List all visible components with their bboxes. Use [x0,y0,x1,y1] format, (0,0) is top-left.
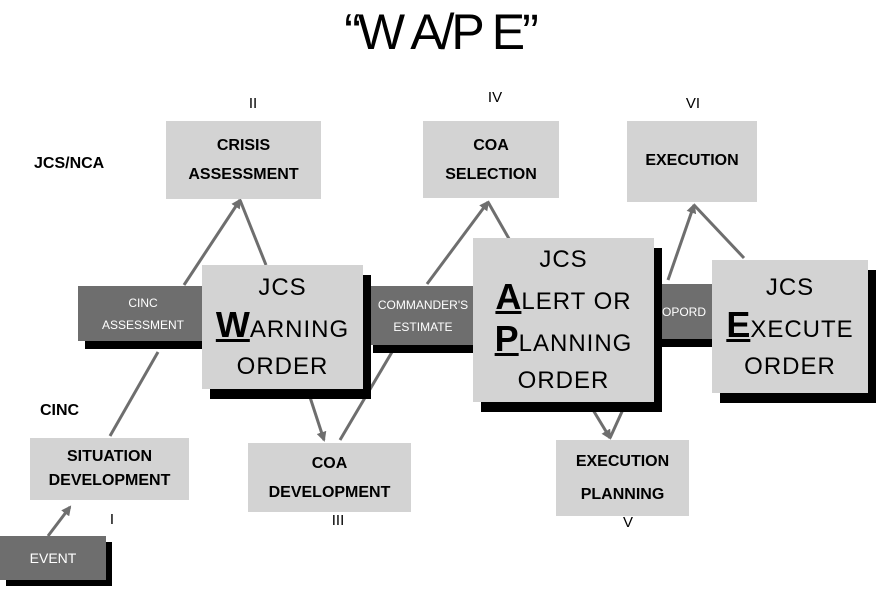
arrow-alert-to-exec-planning [585,399,612,440]
alert-planning-order-box: JCS ALERT OR PLANNING ORDER [473,238,654,402]
coa-development-line-2: DEVELOPMENT [268,483,391,501]
commanders-estimate-band: COMMANDER'S ESTIMATE [366,286,480,345]
level-label-jcs-nca: JCS/NCA [34,155,105,172]
line-coa-selection-to-alert [486,201,514,245]
planning-rest: LANNING [518,330,633,357]
coa-selection-line-1: COA [473,136,509,154]
alert-rest: LERT OR [521,288,632,315]
planning-initial: P [494,318,519,359]
coa-development-line-1: COA [311,454,348,472]
diagram-title: “W A/P E” [344,4,539,60]
arrow-situation-to-assessment [108,351,160,437]
arrow-event-to-situation [46,505,72,537]
situation-development-box: SITUATION DEVELOPMENT [30,438,189,500]
execute-order-box: JCS EXECUTE ORDER [712,260,868,393]
warning-order-box: JCS WARNING ORDER [202,265,363,389]
crisis-assessment-box: CRISIS ASSESSMENT [166,121,321,199]
phase-i-label: I [109,511,115,528]
alert-order-line-4: ORDER [517,367,610,394]
execute-order-line-3: ORDER [744,352,836,380]
execution-planning-line-2: PLANNING [580,486,665,503]
opord-label: OPORD [661,304,706,319]
arrow-assessment-to-crisis [182,198,242,286]
line-crisis-to-warning [238,199,268,266]
level-label-cinc: CINC [40,402,80,419]
cinc-assessment-line-1: CINC [128,295,158,310]
crisis-assessment-line-2: ASSESSMENT [188,166,299,183]
phase-v-label: V [622,514,633,531]
alert-initial: A [495,276,522,317]
execution-box: EXECUTION [627,121,757,202]
coa-selection-box: COA SELECTION [423,121,559,198]
phase-iv-label: IV [487,89,503,106]
execute-order-line-2: EXECUTE [712,306,868,348]
crisis-assessment-line-1: CRISIS [216,137,271,154]
commanders-estimate-line-1: COMMANDER'S [377,297,469,312]
warning-order-line-3: ORDER [236,353,329,380]
alert-order-line-2: ALERT OR [473,278,654,320]
execute-rest: XECUTE [750,315,854,343]
execution-planning-line-1: EXECUTION [575,453,670,470]
execute-order-line-1: JCS [765,273,815,301]
warning-initial: W [215,304,250,345]
phase-iii-label: III [331,512,345,529]
warning-order-line-1: JCS [258,274,307,301]
arrow-opord-to-execution [666,203,697,281]
cinc-assessment-line-2: ASSESSMENT [101,317,185,332]
alert-order-line-3: PLANNING [473,320,654,362]
line-exec-planning-up [608,404,627,439]
arrow-estimate-to-coa-selection [425,200,490,285]
coa-development-box: COA DEVELOPMENT [248,443,411,512]
line-execution-to-execute-order [692,203,746,260]
event-label: EVENT [29,550,77,566]
phase-ii-label: II [248,95,258,112]
line-coa-dev-to-estimate [338,351,394,441]
alert-order-line-1: JCS [539,246,588,273]
warning-order-line-2: WARNING [202,306,363,348]
phase-vi-label: VI [685,95,701,112]
situation-development-line-2: DEVELOPMENT [48,472,171,489]
arrow-warning-to-coa-dev [305,387,327,442]
commanders-estimate-line-2: ESTIMATE [393,319,453,334]
cinc-assessment-band: CINC ASSESSMENT [78,286,208,341]
warning-rest: ARNING [249,316,350,343]
execution-planning-box: EXECUTION PLANNING [556,440,689,516]
coa-selection-line-2: SELECTION [445,165,537,183]
opord-band: OPORD [652,284,716,339]
situation-development-line-1: SITUATION [66,448,152,465]
event-box: EVENT [0,536,106,580]
execution-label: EXECUTION [645,152,739,169]
execute-initial: E [726,303,751,345]
